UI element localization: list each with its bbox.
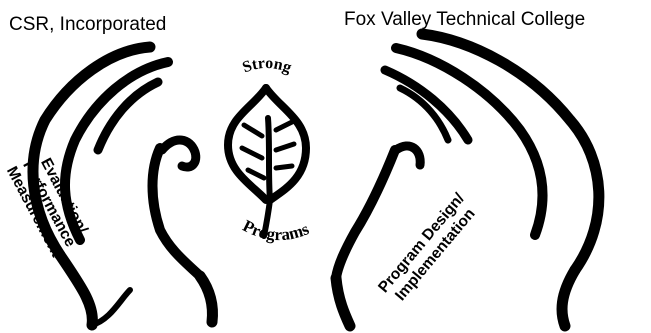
right-hand-text: Program Design/ Implementation [375,190,482,308]
right-hand-icon [336,34,599,326]
programs-word: Programs [240,216,312,244]
leaf-icon [228,88,306,236]
strong-word: Strong [240,55,293,77]
